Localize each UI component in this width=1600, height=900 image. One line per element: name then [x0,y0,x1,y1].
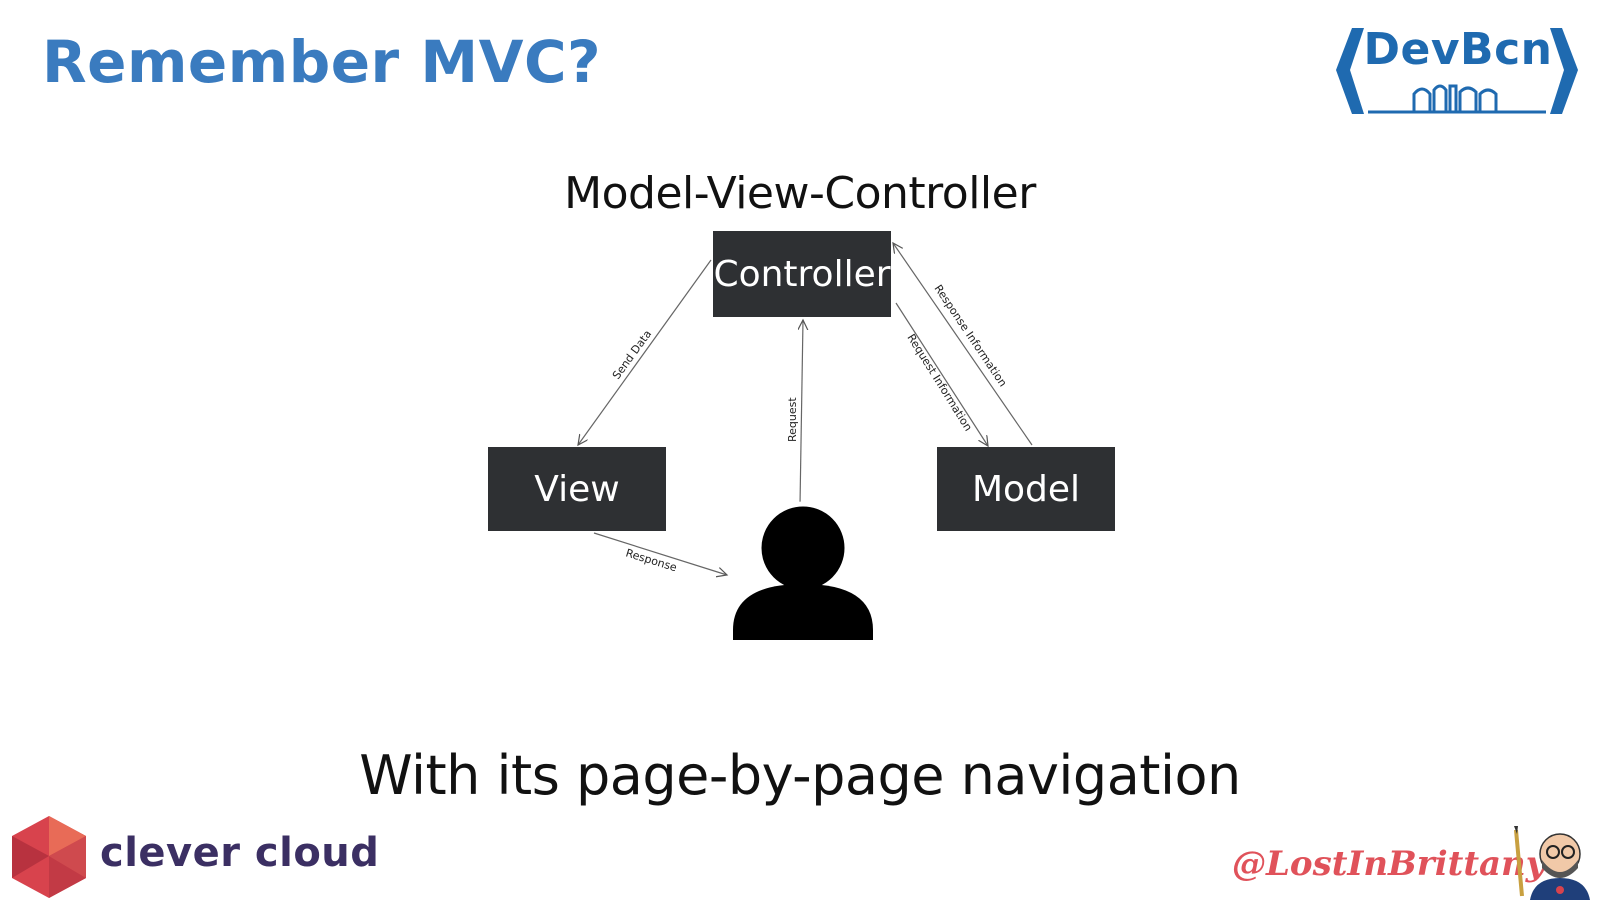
devbcn-logo: DevBcn [1322,22,1592,122]
edge-response [593,532,727,575]
slide-title: Remember MVC? [42,28,602,96]
user-icon [733,501,873,640]
edge-response-information [893,243,1033,446]
edge-label-response-information: Response Information [932,282,1010,389]
devbcn-wordmark: DevBcn [1363,24,1553,75]
edge-request [800,320,803,506]
view-node: View [488,447,666,531]
twitter-handle: @LostInBrittany [1232,844,1546,884]
edge-request-information [895,302,988,446]
clever-cloud-logo [12,816,86,898]
model-node: Model [937,447,1115,531]
edge-label-request: Request [786,397,799,442]
avatar [1514,826,1590,900]
controller-node: Controller [713,231,891,317]
edge-label-send-data: Send Data [610,328,654,382]
clever-cloud-wordmark: clever cloud [100,830,380,876]
slide-subtitle: With its page-by-page navigation [359,744,1241,807]
diagram-title: Model-View-Controller [564,168,1036,219]
edge-send-data [578,259,712,445]
